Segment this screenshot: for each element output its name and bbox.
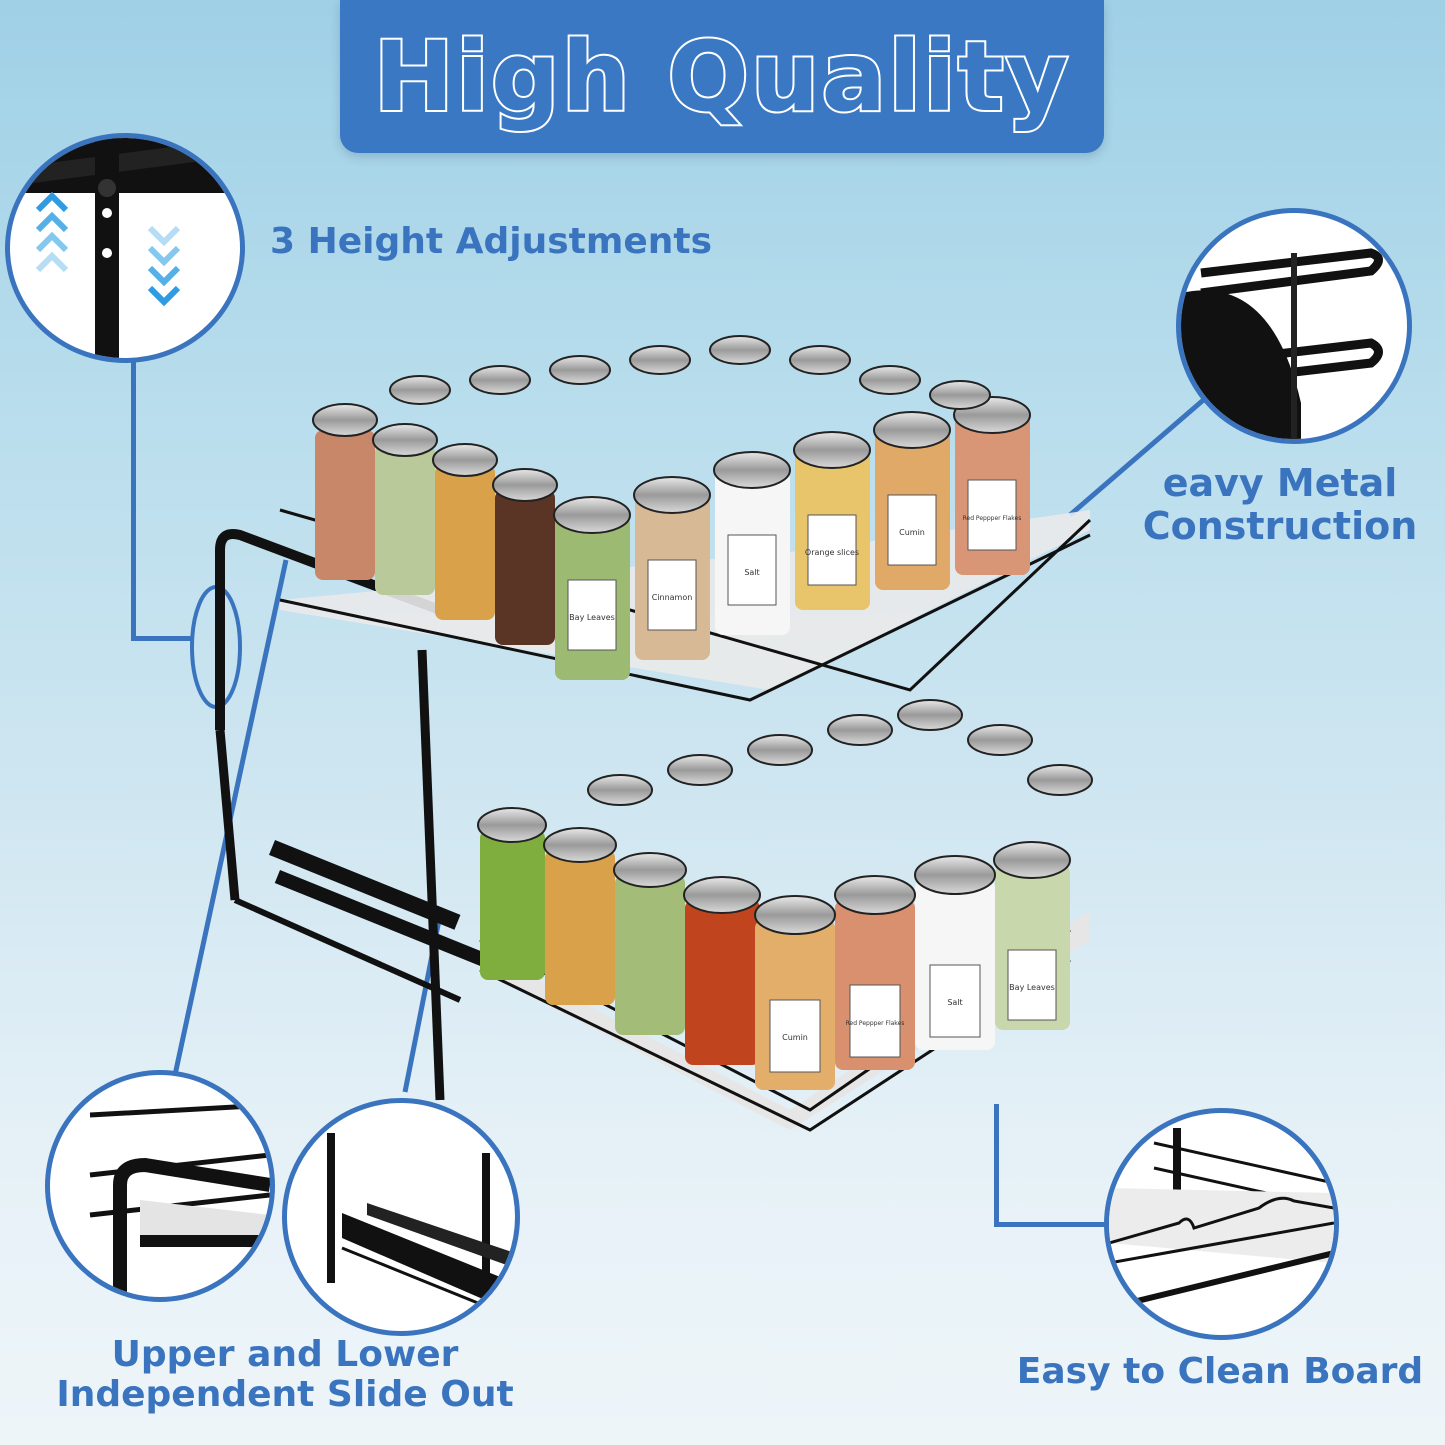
jar-label: Orange slices [805,548,859,557]
feature-label-slide-line2: Independent Slide Out [56,1374,514,1416]
jar-label: Bay Leaves [569,613,615,622]
connector-height-vertical [131,358,136,640]
slide-out-detail-circle-right [282,1098,520,1336]
feature-label-metal-line2: Construction [1142,503,1418,548]
connector-board-vertical [994,1104,999,1226]
height-adjust-detail-circle [5,133,245,363]
feature-label-height: 3 Height Adjustments [270,221,713,262]
feature-label-metal-line1: eavy Metal [1162,461,1398,505]
connector-height-horizontal [131,636,193,641]
metal-detail-circle [1176,208,1412,444]
connector-board-horizontal [994,1222,1106,1227]
jar-label: Red Peppper Flakes [846,1020,905,1027]
jar-label: Cinnamon [652,593,693,602]
jar-label: Cumin [782,1033,808,1042]
jar-label: Salt [947,998,962,1007]
feature-label-slide: Upper and Lower Independent Slide Out [30,1334,540,1416]
spice-rack-illustration: Bay Leaves Cinnamon Salt Orange slices C… [215,335,1093,1132]
clean-board-illustration [1109,1128,1334,1306]
arrow-up-icon [35,191,69,273]
banner-title: High Quality [372,19,1071,135]
jar-label: Red Peppper Flakes [963,515,1022,522]
jar-label: Salt [744,568,759,577]
slide-out-detail-circle-left [45,1070,275,1302]
jar-label: Bay Leaves [1009,983,1055,992]
arrow-down-icon [147,225,181,307]
slide-rail-illustration [327,1133,515,1320]
feature-label-board: Easy to Clean Board [1016,1351,1424,1392]
metal-rack-illustration [1181,248,1383,439]
clean-board-detail-circle [1104,1108,1339,1340]
title-banner: High Quality [340,0,1104,153]
rack-corner-illustration [89,1102,270,1297]
feature-label-metal: eavy Metal Construction [1120,462,1440,547]
feature-label-slide-line1: Upper and Lower [111,1334,459,1375]
jar-label: Cumin [899,528,925,537]
spice-rack-product-image: Bay Leaves Cinnamon Salt Orange slices C… [190,320,1110,1140]
